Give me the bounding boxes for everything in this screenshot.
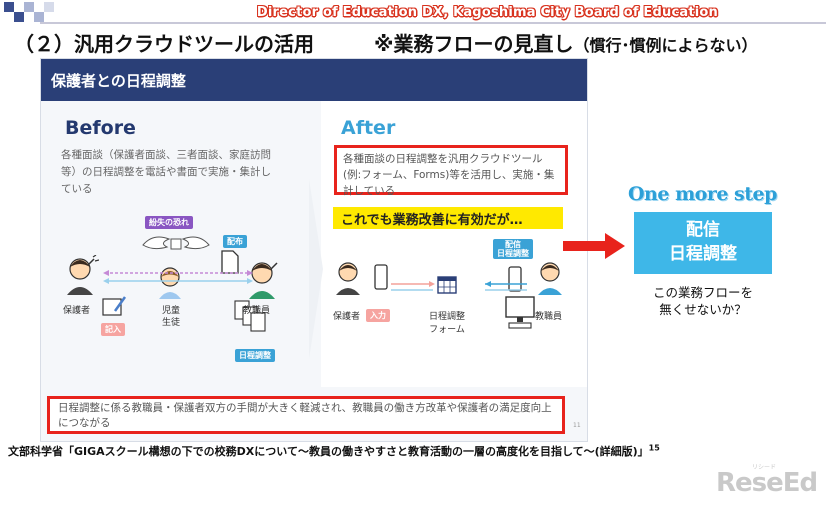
after-form-label-1: 日程調整: [429, 312, 466, 322]
logo-subtext: リシード: [752, 464, 777, 471]
after-staff-label: 教職員: [535, 312, 563, 322]
writing-icon: [102, 296, 127, 316]
before-after-divider: [309, 179, 323, 359]
after-form-label: 日程調整 フォーム: [429, 309, 465, 335]
page-title: （２）汎用クラウドツールの活用: [14, 32, 314, 56]
citation: 文部科学省「GIGAスクール構想の下での校務DXについて～教員の働きやすさと教育…: [8, 443, 660, 459]
desktop-computer-icon: [505, 296, 535, 329]
red-arrow-icon: [563, 233, 625, 259]
question-line1: この業務フローを: [652, 285, 753, 300]
smartphone-icon: [374, 264, 388, 290]
after-guardian-icon: [336, 262, 360, 295]
delivery-schedule-box: 配信 日程調整: [634, 212, 772, 274]
before-staff-label: 教職員: [243, 306, 271, 316]
benefit-box: 日程調整に係る教職員・保護者双方の手間が大きく軽減され、教職員の働き方改革や保護…: [47, 396, 565, 434]
after-description: 各種面談の日程調整を汎用クラウドツール(例:フォーム、Forms)等を活用し、実…: [343, 153, 555, 197]
after-description-box: 各種面談の日程調整を汎用クラウドツール(例:フォーム、Forms)等を活用し、実…: [334, 145, 568, 197]
tag-delivery-line1: 配信: [505, 240, 521, 249]
one-more-step-label: One more step: [628, 183, 777, 205]
tag-distribute: 配布: [223, 235, 247, 248]
subtitle-text: ※業務フローの見直し: [374, 32, 574, 56]
page-subtitle: ※業務フローの見直し（慣行･慣例によらない）: [374, 28, 757, 57]
staff-phone-icon: [249, 262, 278, 299]
documents-stack-icon: [234, 300, 266, 332]
subtitle-note: （慣行･慣例によらない）: [573, 36, 758, 55]
reseed-logo: ReseEd: [716, 468, 818, 498]
before-guardian-label: 保護者: [63, 306, 91, 316]
before-student-label-2: 生徒: [162, 318, 181, 328]
before-label: Before: [65, 117, 136, 139]
tag-fill-in: 記入: [101, 323, 125, 336]
benefit-text: 日程調整に係る教職員・保護者双方の手間が大きく軽減され、教職員の働き方改革や保護…: [58, 402, 552, 429]
header-checker-decoration: [4, 2, 64, 22]
citation-page: 15: [648, 443, 660, 453]
calendar-icon: [437, 276, 457, 294]
tag-loss: 紛失の恐れ: [145, 216, 193, 229]
after-form-label-2: フォーム: [429, 325, 465, 335]
before-description: 各種面談（保護者面談、三者面談、家庭訪問等）の日程調整を電話や書面で実施・集計し…: [61, 149, 271, 195]
after-flow-arrows: [391, 281, 527, 291]
header-rule: [40, 22, 826, 24]
after-staff-icon: [538, 262, 562, 295]
question-line2: 無くせないか？: [659, 302, 747, 317]
slide-page-mark: 11: [573, 422, 581, 429]
before-flow-arrows: [103, 270, 253, 284]
tag-delivery-line2: 日程調整: [497, 249, 529, 258]
effective-banner: これでも業務改善に有効だが…: [333, 207, 563, 229]
tag-delivery: 配信 日程調整: [493, 239, 533, 259]
after-guardian-label: 保護者: [333, 312, 361, 322]
wings-icon: [142, 236, 210, 250]
guardian-phone-icon: [67, 255, 99, 295]
after-panel: [321, 101, 587, 387]
header-caption: Director of Education DX, Kagoshima City…: [256, 5, 718, 20]
after-label: After: [341, 117, 396, 139]
citation-text: 文部科学省「GIGAスクール構想の下での校務DXについて～教員の働きやすさと教育…: [8, 445, 649, 458]
tag-schedule: 日程調整: [235, 349, 275, 362]
question-text: この業務フローを 無くせないか？: [644, 284, 762, 318]
delivery-box-line1: 配信: [686, 220, 720, 240]
smartphone-icon-2: [508, 266, 522, 292]
slide-heading: 保護者との日程調整: [41, 59, 587, 101]
tag-input: 入力: [366, 309, 390, 322]
before-student-label-1: 児童: [162, 306, 181, 316]
delivery-box-line2: 日程調整: [669, 244, 737, 264]
document-icon: [221, 250, 239, 274]
embedded-slide: 保護者との日程調整 Before After 各種面談（保護者面談、三者面談、家…: [40, 58, 588, 442]
